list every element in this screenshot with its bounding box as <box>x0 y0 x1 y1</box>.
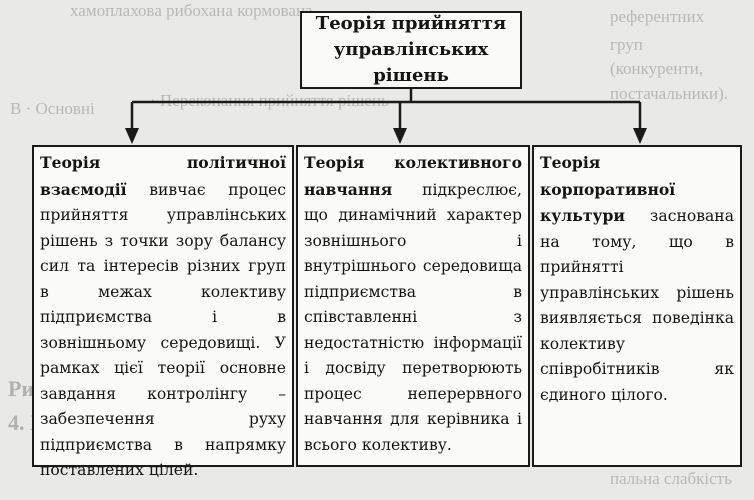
arrow-down-icon <box>633 128 647 144</box>
background-text: В · Основні <box>10 99 95 118</box>
theory-text: вивчає процес прийняття управлінських рі… <box>40 180 286 480</box>
arrow-down-icon <box>393 128 407 144</box>
theory-text: заснована на тому, що в прийнятті управл… <box>540 207 734 404</box>
background-text: пальна слабкість <box>610 469 732 488</box>
background-text: · Переконання прийняття рішень <box>150 91 389 110</box>
theory-heading: Теорія корпоративної культури <box>540 153 676 225</box>
background-text: референтних <box>610 7 705 26</box>
background-text: груп <box>610 35 643 54</box>
theory-box-culture: Теорія корпоративної культури заснована … <box>532 145 742 467</box>
theory-heading: Теорія політичної взаємодії <box>40 153 286 199</box>
background-text: хамоплахова рибохана кормована <box>70 1 313 20</box>
arrow-down-icon <box>125 128 139 144</box>
background-text: (конкуренти, <box>610 59 704 78</box>
theory-box-learning: Теорія колективного навчання підкреслює,… <box>296 145 530 467</box>
theory-heading: Теорія колективного навчання <box>304 153 522 199</box>
background-text: постачальники). <box>610 84 729 103</box>
root-node: Теорія прийняття управлінських рішень <box>300 11 522 89</box>
root-node-title: Теорія прийняття управлінських рішень <box>315 13 507 86</box>
theory-text: підкреслює, що динамічний характер зовні… <box>304 180 522 454</box>
theory-box-political: Теорія політичної взаємодії вивчає проце… <box>32 145 294 479</box>
